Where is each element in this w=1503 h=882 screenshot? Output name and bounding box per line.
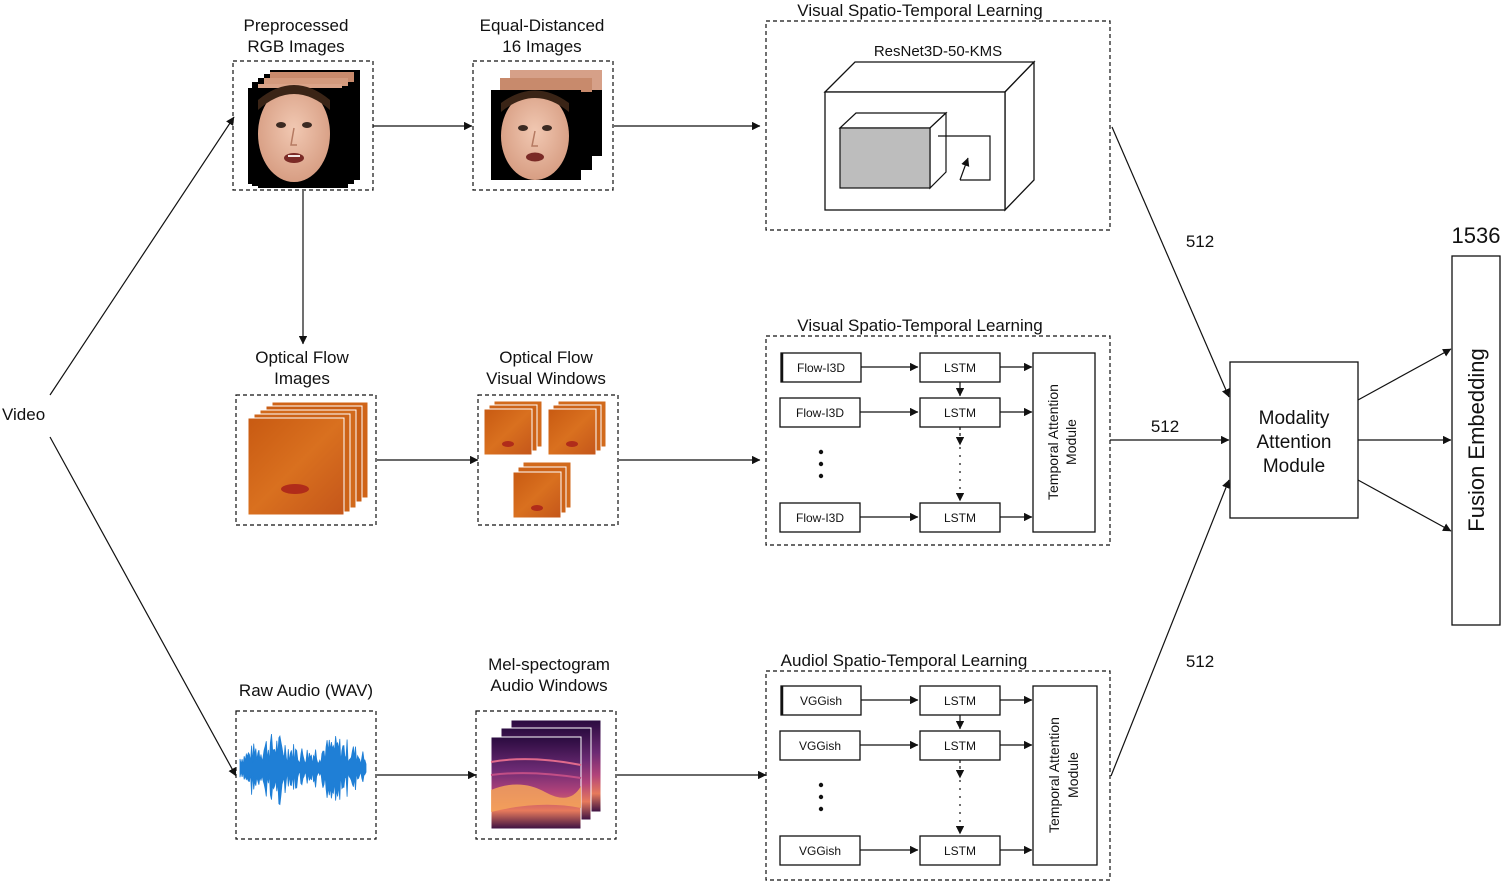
flow-lstm-2: LSTM (944, 406, 976, 420)
arrow-attn-to-fusion-3 (1357, 479, 1452, 532)
audio-encoder-1: VGGish (800, 694, 842, 708)
audio-lstm-3: LSTM (944, 844, 976, 858)
flow-attention-label-2: Module (1063, 419, 1079, 465)
flow-source-frame (235, 394, 377, 526)
arrow-rgb-to-fusion (1111, 126, 1230, 398)
flow-block-title: Visual Spatio-Temporal Learning (797, 316, 1042, 335)
rgb-sample-frame (472, 60, 614, 191)
audio-attention-label-2: Module (1065, 752, 1081, 798)
audio-encoder-row-2: VGGish (779, 730, 861, 761)
rgb-block-title: Visual Spatio-Temporal Learning (797, 1, 1042, 20)
audio-waveform (239, 733, 367, 806)
rgb-sampled-face-stack (491, 70, 602, 180)
fusion-embedding-label: Fusion Embedding (1464, 348, 1489, 531)
audio-ellipsis (818, 782, 824, 812)
rgb-dim-label: 512 (1186, 232, 1214, 251)
rgb-sample-label-2: 16 Images (502, 37, 581, 56)
resnet-cube-icon (823, 60, 1036, 212)
arrow-video-to-rgb (49, 116, 235, 396)
mel-spectrogram-stack (490, 719, 602, 830)
flow-encoder-1: Flow-I3D (797, 361, 845, 375)
flow-encoder-row-2: Flow-I3D (779, 397, 861, 428)
audio-lstm-1: LSTM (944, 694, 976, 708)
rgb-source-label-2: RGB Images (247, 37, 344, 56)
audio-dim-label: 512 (1186, 652, 1214, 671)
audio-encoder-2: VGGish (799, 739, 841, 753)
audio-encoder-3: VGGish (799, 844, 841, 858)
flow-sample-frame (477, 394, 619, 526)
audio-lstm-3-box (919, 835, 1001, 866)
flow-source-label-1: Optical Flow (255, 348, 349, 367)
modality-attention-label-3: Module (1263, 456, 1325, 477)
audio-encoder-row-3: VGGish (779, 835, 861, 866)
audio-attention-label-1: Temporal Attention (1046, 717, 1062, 833)
audio-sample-frame (475, 710, 617, 840)
audio-lstm-2: LSTM (944, 739, 976, 753)
fusion-embedding-box (1451, 255, 1501, 626)
rgb-sample-label-1: Equal-Distanced (480, 16, 605, 35)
audio-learning-block (765, 670, 1111, 881)
rgb-source-label-1: Preprocessed (244, 16, 349, 35)
video-label: Video (2, 405, 45, 424)
flow-ellipsis (818, 449, 824, 479)
arrow-video-to-audio (49, 436, 237, 777)
flow-lstm-3: LSTM (944, 511, 976, 525)
flow-lstm-1-box (919, 352, 1001, 383)
resnet-label: ResNet3D-50-KMS (874, 43, 1002, 60)
modality-attention-label-1: Modality (1259, 408, 1330, 429)
modality-attention-label-2: Attention (1257, 432, 1332, 453)
flow-temporal-attention (1032, 352, 1096, 533)
arrow-attn-to-fusion-1 (1357, 348, 1452, 401)
flow-dim-label: 512 (1151, 417, 1179, 436)
flow-encoder-row-1: Flow-I3D (780, 352, 862, 383)
audio-temporal-attention (1032, 685, 1098, 866)
audio-sample-label-2: Audio Windows (490, 676, 607, 695)
audio-source-frame (235, 710, 377, 840)
flow-sample-label-1: Optical Flow (499, 348, 593, 367)
flow-encoder-3: Flow-I3D (796, 511, 844, 525)
arrow-audio-to-fusion (1110, 479, 1230, 777)
fusion-dim-label: 1536 (1452, 223, 1501, 248)
flow-lstm-2-box (919, 397, 1001, 428)
audio-lstm-1-box (919, 685, 1001, 716)
audio-sample-label-1: Mel-spectogram (488, 655, 610, 674)
flow-image-stack (247, 401, 369, 516)
audio-encoder-row-1: VGGish (780, 685, 862, 716)
rgb-face-stack (248, 70, 360, 188)
modality-attention-module (1229, 361, 1359, 519)
audio-block-title: Audiol Spatio-Temporal Learning (781, 651, 1028, 670)
flow-attention-label-1: Temporal Attention (1045, 384, 1061, 500)
audio-source-label: Raw Audio (WAV) (239, 681, 373, 700)
flow-encoder-2: Flow-I3D (796, 406, 844, 420)
rgb-learning-block (765, 20, 1111, 231)
flow-lstm-3-box (919, 502, 1001, 533)
flow-source-label-2: Images (274, 369, 330, 388)
flow-lstm-1: LSTM (944, 361, 976, 375)
flow-encoder-row-3: Flow-I3D (779, 502, 861, 533)
flow-sample-label-2: Visual Windows (486, 369, 606, 388)
flow-windows (483, 400, 607, 519)
